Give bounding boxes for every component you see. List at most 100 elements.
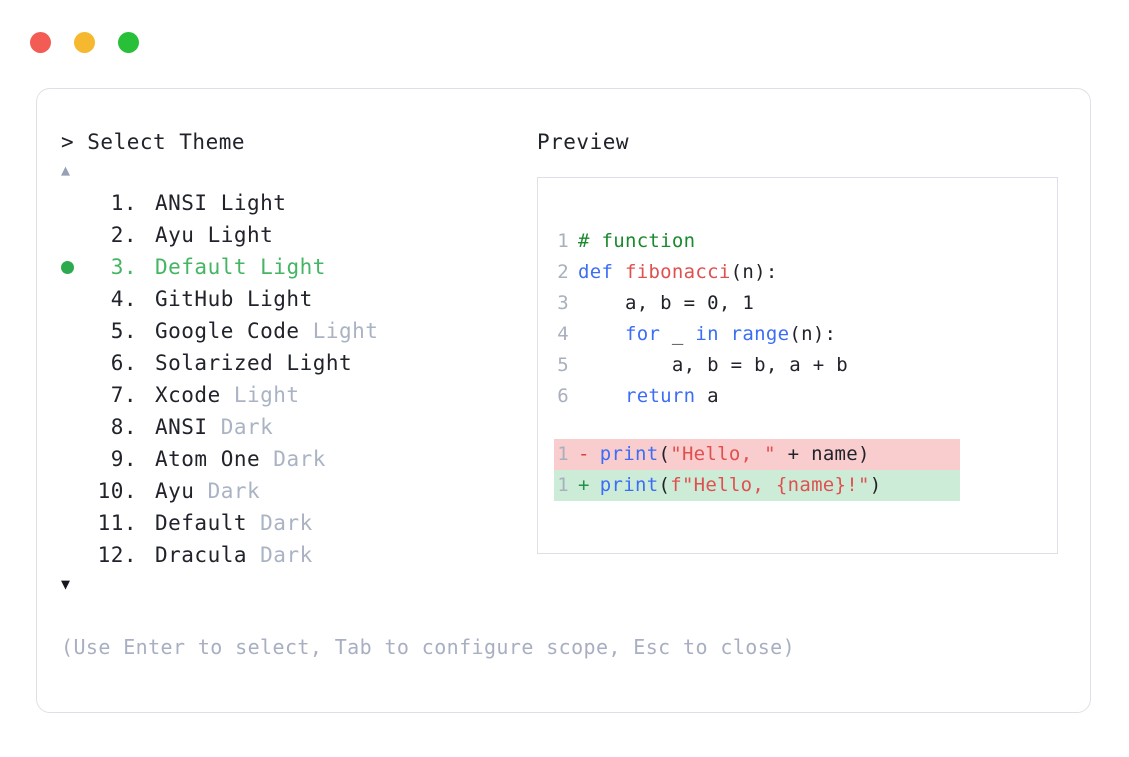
line-number: 2 [557,261,569,283]
theme-item-variant: Light [273,351,353,375]
maximize-button[interactable] [118,32,139,53]
code-token: a, b = [578,292,708,314]
theme-item-index: 8. [110,415,137,439]
theme-list-item[interactable]: 12. Dracula Dark [61,539,531,571]
selection-indicator-cell [61,284,91,316]
code-line: 6 return a [554,381,1051,412]
theme-item-name: Dracula [155,543,248,567]
theme-list-item[interactable]: 11. Default Dark [61,507,531,539]
theme-item-index: 7. [110,383,137,407]
theme-list-item[interactable]: 6. Solarized Light [61,347,531,379]
theme-item-name: Google Code [155,319,300,343]
code-token [719,323,731,345]
theme-item-name: GitHub [155,287,234,311]
theme-item-gap [137,379,155,411]
theme-list-item[interactable]: 2. Ayu Light [61,219,531,251]
code-token [578,385,625,407]
selection-indicator-cell [61,380,91,412]
theme-item-gap [137,219,155,251]
code-token: def [578,261,625,283]
theme-item-name: Xcode [155,383,221,407]
code-token [588,474,600,496]
theme-item-name: Solarized [155,351,274,375]
theme-item-gap [137,411,155,443]
scroll-down-icon[interactable]: ▼ [61,575,71,593]
theme-item-index: 11. [97,511,137,535]
theme-item-gap [137,507,155,539]
code-token: print [599,443,659,465]
code-token [578,323,625,345]
theme-item-index: 3. [110,255,137,279]
theme-item-gap [137,315,155,347]
code-token: (n): [730,261,778,283]
diff-added-line: 1+ print(f"Hello, {name}!") [554,470,960,501]
theme-item-gap [137,475,155,507]
title-bar [0,0,1129,84]
line-number: 1 [557,230,569,252]
code-token: 0 [707,292,719,314]
preview-title: Preview [537,130,630,154]
theme-item-gap [137,347,155,379]
diff-sign: + [578,474,590,496]
selection-indicator-cell [61,188,91,220]
theme-item-variant: Light [233,287,313,311]
theme-item-gap [137,187,155,219]
line-number: 5 [557,354,569,376]
theme-item-gap [137,443,155,475]
keyboard-hint: (Use Enter to select, Tab to configure s… [61,635,796,659]
close-button[interactable] [30,32,51,53]
theme-list-item[interactable]: 10. Ayu Dark [61,475,531,507]
line-number: 4 [557,323,569,345]
code-line: 5 a, b = b, a + b [554,350,1051,381]
theme-item-index: 4. [110,287,137,311]
theme-list-item[interactable]: 8. ANSI Dark [61,411,531,443]
theme-list-item[interactable]: 3. Default Light [61,251,531,283]
code-line: 4 for _ in range(n): [554,319,1051,350]
code-token: a, b = b, a + b [578,354,848,376]
code-token: return [624,385,696,407]
theme-item-variant: Dark [247,511,313,535]
code-token: ) [869,474,882,496]
code-line: 1 # function [554,226,1051,257]
theme-item-variant: Dark [207,415,274,439]
theme-item-name: ANSI [155,191,208,215]
selection-indicator-cell [61,412,91,444]
code-line: 2 def fibonacci(n): [554,257,1051,288]
line-number: 1 [557,443,569,465]
code-token: a [695,385,719,407]
theme-list-item[interactable]: 7. Xcode Light [61,379,531,411]
code-token: # function [578,230,696,252]
selection-indicator-cell [61,508,91,540]
code-token: for [624,323,661,345]
theme-item-gap [137,283,155,315]
selected-bullet-icon [61,261,74,274]
selection-indicator-cell [61,476,91,508]
code-token: fibonacci [624,261,731,283]
selection-indicator-cell [61,316,91,348]
code-token: 1 [742,292,755,314]
code-token: (n): [789,323,837,345]
theme-item-variant: Light [194,223,274,247]
minimize-button[interactable] [74,32,95,53]
code-token: + name) [775,443,870,465]
selection-indicator-cell [61,348,91,380]
theme-list-item[interactable]: 5. Google Code Light [61,315,531,347]
diff-removed-line: 1- print("Hello, " + name) [554,439,960,470]
code-token: _ [660,323,696,345]
code-token: ( [658,443,671,465]
selection-indicator-cell [61,220,91,252]
theme-list-item[interactable]: 4. GitHub Light [61,283,531,315]
code-token: ( [658,474,671,496]
code-token: print [599,474,659,496]
theme-list-item[interactable]: 9. Atom One Dark [61,443,531,475]
theme-item-name: Ayu [155,479,195,503]
selection-indicator-cell [61,444,91,476]
prompt-label: > Select Theme [61,130,246,154]
code-token: range [730,323,790,345]
theme-item-variant: Light [207,191,287,215]
scroll-up-icon[interactable]: ▲ [61,161,71,179]
theme-list-item[interactable]: 1. ANSI Light [61,187,531,219]
